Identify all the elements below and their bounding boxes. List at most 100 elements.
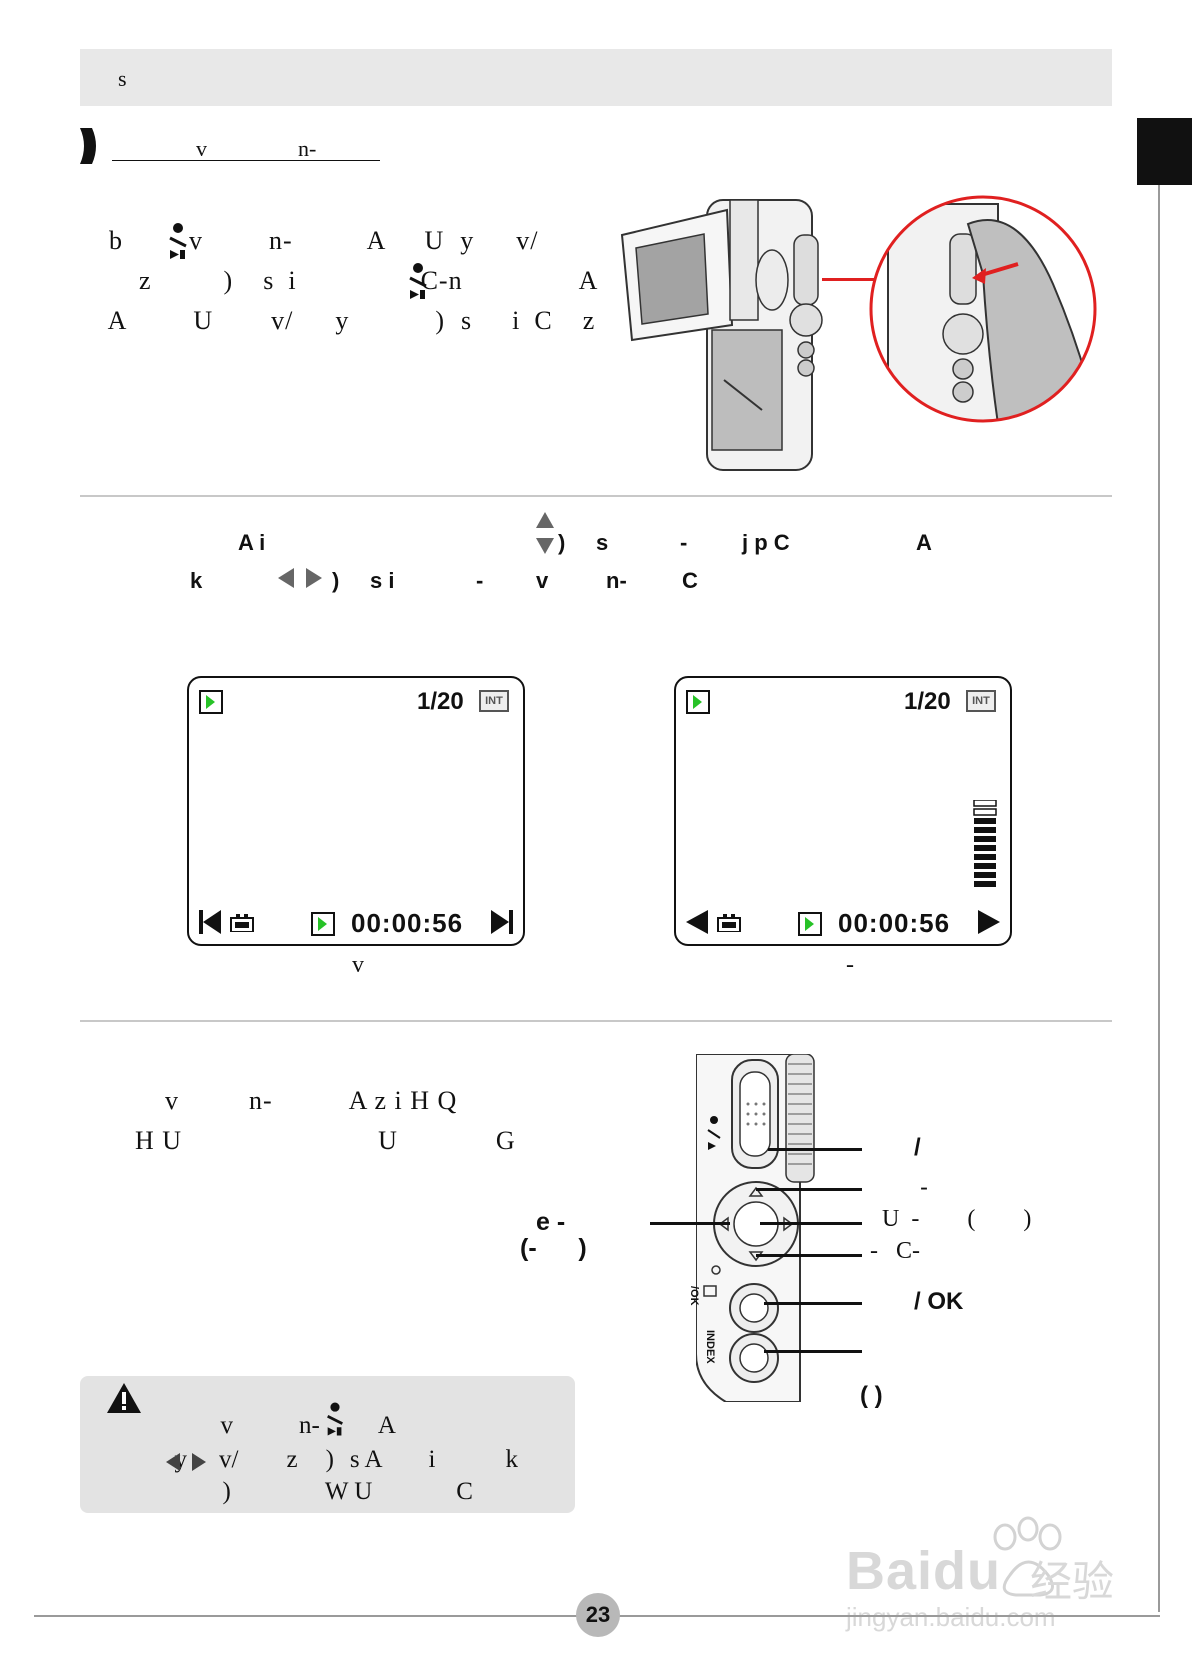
step2-text-2: )	[558, 530, 566, 555]
record-play-icon	[409, 263, 427, 299]
intro-text: U	[424, 226, 445, 255]
step2-text-8: )	[332, 568, 340, 593]
note-text: z	[286, 1446, 298, 1473]
intro-text: C-n	[420, 266, 463, 295]
baidu-watermark-logo	[993, 1516, 1062, 1597]
step2-text-12: n-	[606, 568, 627, 593]
section-marker-icon	[80, 128, 96, 164]
ctrl-label-record-play: /	[914, 1134, 921, 1161]
ctrl-label-down: - C-	[870, 1238, 920, 1264]
skip-forward-icon	[491, 910, 513, 934]
memory-badge: INT	[966, 690, 996, 712]
intro-text: z	[139, 266, 152, 295]
pointer-line	[764, 1350, 862, 1353]
watermark-brand: Baidu	[846, 1541, 1002, 1601]
intro-text: n-	[269, 226, 293, 255]
zoom-detail-illustration	[869, 195, 1097, 423]
intro-text: b	[109, 226, 123, 255]
note-text: k	[505, 1446, 519, 1473]
camera-mode-icon	[230, 914, 254, 932]
memory-badge: INT	[479, 690, 509, 712]
intro-text: v	[189, 226, 203, 255]
movie-icon	[798, 912, 822, 936]
warning-icon	[107, 1383, 141, 1413]
step2-text-6: A	[916, 530, 932, 555]
left-right-arrows-icon	[278, 568, 322, 588]
pointer-line-left	[650, 1222, 730, 1225]
pointer-line	[756, 1188, 862, 1191]
step2-text-11: v	[536, 568, 549, 593]
record-play-icon	[327, 1402, 343, 1436]
file-counter: 1/20	[417, 688, 464, 715]
left-control-label-bottom: (- )	[520, 1234, 587, 1262]
step2-text-10: -	[476, 568, 484, 593]
camera-illustration	[620, 199, 823, 471]
intro-text: s	[263, 266, 275, 295]
step3-text: G	[495, 1126, 516, 1155]
left-control-label-top: e -	[536, 1208, 566, 1236]
movie-icon	[686, 690, 710, 714]
chapter-tab	[1137, 118, 1192, 185]
step3-text: A z i H Q	[348, 1086, 458, 1115]
zoom-callout-connector	[822, 278, 874, 281]
file-counter: 1/20	[904, 688, 951, 715]
ctrl-label-menu-ok: / OK	[914, 1288, 964, 1315]
intro-text: U	[193, 306, 214, 335]
playback-time: 00:00:56	[838, 908, 951, 938]
intro-text: A	[107, 306, 128, 335]
section-title-underline	[112, 160, 380, 161]
step2-text-7: k	[190, 568, 203, 593]
fast-forward-icon	[978, 910, 1000, 934]
intro-text: v/	[516, 226, 539, 255]
page-number: 23	[576, 1593, 620, 1637]
pointer-line	[768, 1148, 862, 1151]
intro-text: v/	[271, 306, 294, 335]
intro-text: z	[582, 306, 596, 335]
intro-text: )	[223, 266, 234, 295]
note-text: v/	[219, 1446, 239, 1473]
header-text: s	[118, 66, 127, 91]
watermark-label: 经验	[1030, 1558, 1115, 1605]
step3-text: n-	[249, 1086, 273, 1115]
intro-text: )	[435, 306, 446, 335]
step2-text-9: s i	[370, 568, 395, 593]
divider-1	[80, 495, 1112, 497]
step3-text: H U	[135, 1126, 183, 1155]
step2-text-1: A i	[238, 530, 266, 555]
note-text: v	[220, 1412, 234, 1439]
skip-back-icon	[199, 910, 221, 934]
pointer-line	[760, 1222, 862, 1225]
note-text: W U	[324, 1478, 373, 1505]
camera-mode-icon	[717, 914, 741, 932]
up-down-arrows-icon	[536, 512, 554, 554]
note-text: C	[456, 1478, 473, 1505]
intro-text: s	[461, 306, 473, 335]
screen-caption-2: -	[846, 952, 854, 978]
lcd-screen-1: 1/20 INT 00:00:56	[187, 676, 525, 946]
divider-2	[80, 1020, 1112, 1022]
rewind-icon	[686, 910, 708, 934]
note-text: A	[377, 1412, 396, 1439]
note-text: )	[325, 1446, 334, 1473]
pointer-line	[756, 1254, 862, 1257]
note-box	[80, 1376, 575, 1513]
header-bar	[80, 49, 1112, 106]
intro-text: i	[512, 306, 521, 335]
section-title-word-1: v	[196, 136, 207, 161]
movie-icon	[311, 912, 335, 936]
left-right-arrows-icon	[166, 1453, 206, 1471]
step2-text-5: j p C	[742, 530, 790, 555]
watermark-url: jingyan.baidu.com	[846, 1602, 1056, 1632]
ctrl-label-right: U - ( )	[882, 1206, 1032, 1232]
step2-text-13: C	[682, 568, 698, 593]
lcd-screen-2: 1/20 INT 00:00:56	[674, 676, 1012, 946]
intro-text: y	[460, 226, 475, 255]
ctrl-label-up: -	[920, 1174, 928, 1201]
